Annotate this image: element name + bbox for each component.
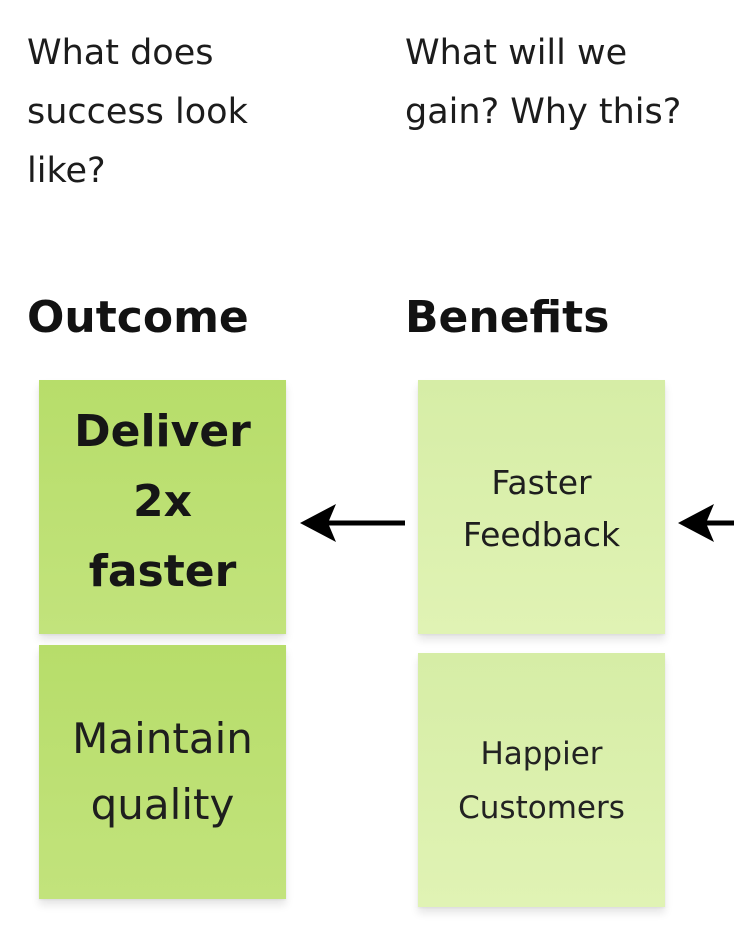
sticky-note-maintain-quality[interactable]: Maintain quality: [39, 645, 286, 899]
arrow-left-icon[interactable]: [676, 500, 734, 546]
sticky-note-text: Maintain quality: [72, 714, 253, 829]
sticky-note-happier-customers[interactable]: Happier Customers: [418, 653, 665, 907]
benefits-question: What will we gain? Why this?: [405, 33, 682, 132]
sticky-note-deliver-faster[interactable]: Deliver 2x faster: [39, 380, 286, 634]
outcome-heading: Outcome: [27, 292, 249, 343]
outcome-question: What does success look like?: [27, 33, 248, 191]
sticky-note-faster-feedback[interactable]: Faster Feedback: [418, 380, 665, 634]
sticky-note-text: Faster Feedback: [462, 463, 621, 554]
sticky-note-text: Deliver 2x faster: [74, 406, 251, 597]
sticky-note-text: Happier Customers: [458, 736, 625, 826]
benefits-heading: Benefits: [405, 292, 610, 343]
arrow-left-icon[interactable]: [298, 500, 408, 546]
